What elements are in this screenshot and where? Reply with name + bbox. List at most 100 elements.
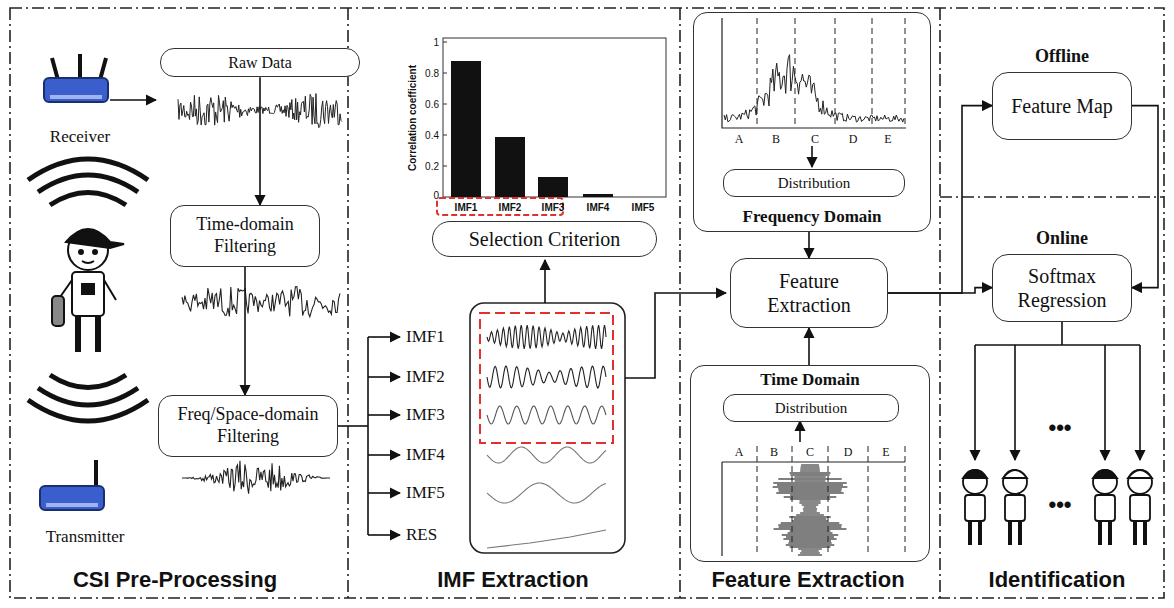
panel-frame <box>940 196 1164 198</box>
time-spindle <box>800 552 820 553</box>
user-figure <box>1003 470 1027 545</box>
transmitter-router <box>94 460 98 488</box>
user-figure <box>1130 495 1150 521</box>
user-figure <box>970 521 980 545</box>
imf-name: RES <box>406 526 437 545</box>
domain-panel: Time DomainDistribution <box>690 365 930 562</box>
chart-bars <box>583 194 613 197</box>
person-figure <box>52 296 64 326</box>
axis-tick: IMF2 <box>499 202 522 213</box>
receiver-router <box>50 95 102 99</box>
classifier-box: OfflineFeature Map <box>992 46 1132 140</box>
time-spindle <box>781 522 840 523</box>
user-figure <box>963 470 987 478</box>
correlation-chart <box>443 38 666 197</box>
time-spindle <box>800 500 821 501</box>
signal-waves <box>28 159 148 180</box>
chart-ticks <box>443 42 447 166</box>
frequency-chart <box>905 18 906 128</box>
imf-name: IMF2 <box>406 368 445 387</box>
chart-bars <box>538 177 568 197</box>
transmitter-router <box>40 460 104 510</box>
identification-fan <box>974 345 976 460</box>
bin-letter: D <box>844 446 853 459</box>
transmitter-router <box>40 486 104 510</box>
time-spindle <box>786 536 834 537</box>
time-chart <box>757 446 758 556</box>
imf-fan <box>368 414 400 416</box>
time-chart <box>905 446 906 556</box>
time-spindle <box>800 512 820 513</box>
user-figure <box>1100 521 1110 545</box>
node-label: Time-domain Filtering <box>179 214 311 257</box>
time-spindle <box>798 554 822 555</box>
axis-tick: 0.4 <box>425 130 439 141</box>
time-spindle <box>790 494 830 495</box>
time-spindle <box>777 484 843 485</box>
imf-name: IMF4 <box>406 446 445 465</box>
person-figure <box>79 250 83 254</box>
person-figure <box>72 272 104 316</box>
section-title: CSI Pre-Processing <box>73 568 277 592</box>
panel-title: Time Domain <box>760 370 859 390</box>
user-figure <box>1135 521 1145 545</box>
process-box: Freq/Space-domain Filtering <box>158 395 338 457</box>
classifier-frame: Feature Map <box>992 72 1132 140</box>
user-figure <box>1093 470 1117 478</box>
bin-letter: C <box>811 133 819 146</box>
node-label: Raw Data <box>228 53 292 72</box>
section-title: Identification <box>989 568 1126 592</box>
user-figure <box>1003 470 1027 478</box>
time-spindle <box>788 542 831 543</box>
panel-frame <box>939 8 941 598</box>
time-spindle <box>789 540 831 541</box>
user-figure <box>1093 470 1117 545</box>
bin-letter: D <box>849 133 858 146</box>
user-figure <box>1003 470 1027 494</box>
receiver-arrow <box>110 99 156 101</box>
axis-tick: 0.2 <box>425 161 439 172</box>
axis-tick: IMF4 <box>587 202 610 213</box>
frequency-chart <box>722 18 906 128</box>
imf-fan <box>368 376 400 378</box>
time-chart <box>722 421 905 556</box>
user-figure <box>1010 521 1020 545</box>
imf-wave <box>487 366 606 388</box>
bin-letter: C <box>806 446 814 459</box>
frequency-chart <box>795 18 796 128</box>
imf-fan <box>368 454 400 456</box>
node-label: Distribution <box>775 399 848 417</box>
user-figure <box>963 470 987 494</box>
time-spindle <box>783 538 836 539</box>
flow-arrow <box>1132 106 1158 288</box>
chart-ticks <box>443 104 447 105</box>
time-spindle <box>779 526 842 527</box>
panel-title: Frequency Domain <box>743 207 882 227</box>
node-label: Feature Map <box>1011 94 1113 118</box>
panel-frame <box>10 8 1164 598</box>
process-box: Time-domain Filtering <box>170 205 320 267</box>
imf-arrows <box>544 260 546 303</box>
time-spindle <box>790 474 829 475</box>
imf-name: IMF1 <box>406 328 445 347</box>
time-spindle <box>773 482 847 483</box>
signal-waves <box>50 193 126 206</box>
time-spindle <box>786 544 835 545</box>
person-figure <box>66 229 124 248</box>
user-figure <box>965 495 985 521</box>
chart-bars <box>495 137 525 197</box>
time-spindle <box>803 510 817 511</box>
correlation-chart <box>437 38 666 215</box>
time-spindle <box>773 486 848 487</box>
time-spindle <box>774 528 847 529</box>
time-spindle <box>790 498 830 499</box>
user-figure <box>1095 495 1115 521</box>
imf-wave <box>487 406 606 424</box>
filtered-waveform <box>182 287 340 317</box>
time-chart <box>792 446 793 556</box>
time-spindle <box>795 480 826 481</box>
device-name: Transmitter <box>46 528 125 547</box>
imf-fan <box>367 337 369 535</box>
user-figure <box>1005 495 1025 521</box>
user-figure <box>1093 470 1117 494</box>
